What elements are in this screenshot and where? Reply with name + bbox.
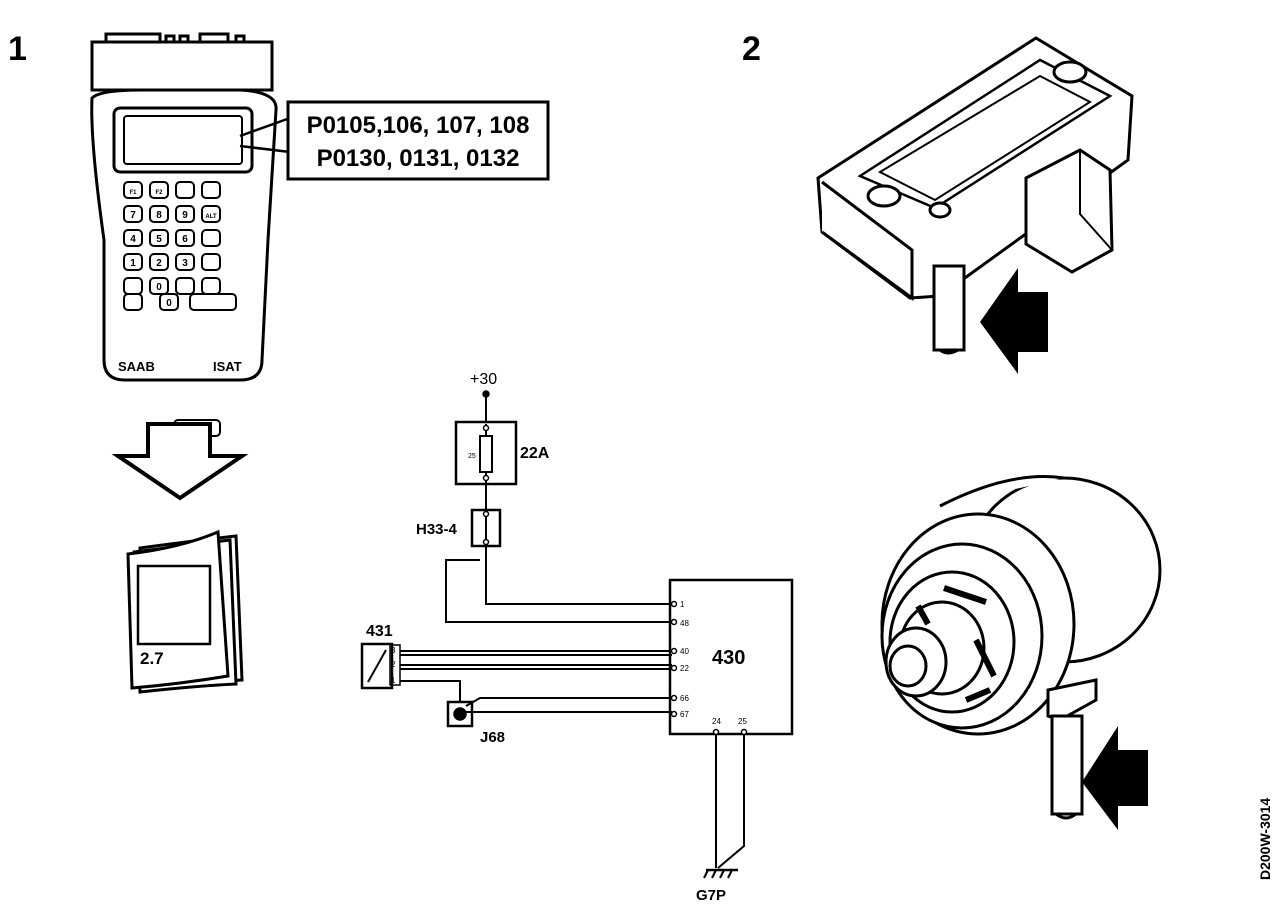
splice-label: J68 <box>480 729 505 746</box>
scan-tool-model: ISAT <box>213 359 242 374</box>
scan-tool-brand: SAAB <box>118 359 155 374</box>
sensor-label: 431 <box>366 623 393 640</box>
keypad-key <box>123 205 143 223</box>
connector-label: H33-4 <box>416 521 458 538</box>
ecu-pin-label: 48 <box>680 619 689 628</box>
down-arrow-icon <box>111 422 249 501</box>
ecu-pin-label: 66 <box>680 694 689 703</box>
sensor-pin-label: 3 <box>391 646 396 655</box>
supply-label: +30 <box>470 371 497 388</box>
pointer-arrow-icon <box>980 268 1048 374</box>
keypad-key-label: 6 <box>182 234 188 245</box>
keypad-key <box>123 293 143 311</box>
keypad-key-label: 2 <box>156 258 162 269</box>
keypad-key <box>201 277 221 295</box>
keypad-key-label: 0 <box>166 298 172 309</box>
sensor-pin-label: 1 <box>391 676 396 685</box>
keypad-key <box>149 229 169 247</box>
keypad-key <box>175 253 195 271</box>
callout-leader <box>239 116 291 154</box>
scan-tool-keypad: F1 F2 7 8 9 ALT 4 5 6 1 2 3 00 <box>123 181 237 437</box>
keypad-key-label: 4 <box>130 234 136 245</box>
keypad-key-label: 3 <box>182 258 188 269</box>
keypad-key-wide <box>189 293 237 311</box>
keypad-key <box>149 205 169 223</box>
fuse-rating: 25 <box>468 453 476 460</box>
fault-code-box <box>286 100 550 181</box>
keypad-key <box>123 253 143 271</box>
panel-number-1: 1 <box>8 30 27 68</box>
keypad-key <box>159 293 179 311</box>
figure-code: D200W-3014 <box>1257 798 1273 880</box>
service-manual-icon <box>126 529 244 694</box>
ecu-pin-label: 25 <box>738 717 747 726</box>
keypad-key <box>175 181 195 199</box>
circuit-terminals <box>453 390 748 736</box>
ecu-pin-label: 1 <box>680 600 685 609</box>
manual-label: 2.7 <box>140 649 164 668</box>
fault-code-line-2: P0130, 0131, 0132 <box>317 145 520 172</box>
ecu-pin-label: 22 <box>680 664 689 673</box>
keypad-key <box>123 229 143 247</box>
sensor-pin-labels: 3 2 1 <box>391 646 396 685</box>
ecu-pin-label: 40 <box>680 647 689 656</box>
keypad-key-label: F2 <box>155 190 163 196</box>
fault-code-line-1: P0105,106, 107, 108 <box>307 112 530 139</box>
keypad-key <box>201 181 221 199</box>
keypad-key-label: 1 <box>130 258 136 269</box>
keypad-key-label: 7 <box>130 210 136 221</box>
keypad-key <box>123 277 143 295</box>
keypad-key <box>201 205 221 223</box>
keypad-key-label: 8 <box>156 210 162 221</box>
keypad-key-label: 0 <box>156 282 162 293</box>
fuse-label: 22A <box>520 445 550 462</box>
keypad-key-label: ALT <box>205 214 217 220</box>
circuit-wiring <box>360 394 794 879</box>
keypad-key <box>175 205 195 223</box>
keypad-key <box>175 229 195 247</box>
ecu-pin-labels: 1 48 40 22 66 67 24 25 <box>680 600 747 726</box>
map-sensor-illustration <box>816 36 1134 355</box>
panel-number-2: 2 <box>742 30 761 68</box>
pointer-arrow-icon-2 <box>1082 726 1148 830</box>
keypad-key <box>201 229 221 247</box>
keypad-key <box>149 277 169 295</box>
keypad-key <box>201 253 221 271</box>
keypad-key <box>149 181 169 199</box>
keypad-key <box>123 181 143 199</box>
pressure-regulator-illustration <box>880 475 1162 820</box>
ground-label: G7P <box>696 887 726 904</box>
ecu-pin-label: 67 <box>680 710 689 719</box>
sensor-pin-label: 2 <box>391 660 396 669</box>
keypad-key <box>175 277 195 295</box>
keypad-key-label: 9 <box>182 210 188 221</box>
keypad-key <box>149 253 169 271</box>
keypad-key-label: 5 <box>156 234 162 245</box>
ecu-pin-label: 24 <box>712 717 721 726</box>
ecu-label: 430 <box>712 647 745 669</box>
keypad-key-label: F1 <box>129 190 137 196</box>
